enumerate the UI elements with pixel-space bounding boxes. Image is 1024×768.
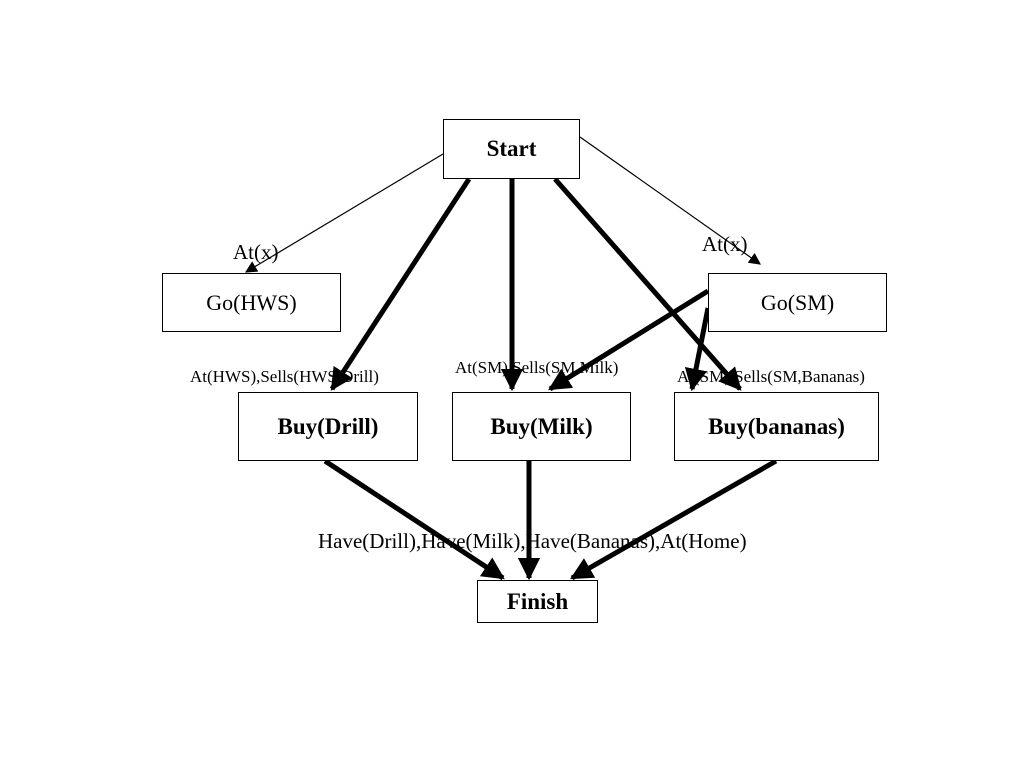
node-start: Start (443, 119, 580, 179)
node-go-hws-label: Go(HWS) (206, 289, 297, 315)
label-at-x-left: At(x) (233, 240, 279, 264)
edge-go-sm-to-buy-bananas (684, 307, 711, 392)
edge-start-to-buy-drill (329, 177, 472, 391)
label-precondition-bananas: At(SM),Sells(SM,Bananas) (677, 367, 865, 386)
label-at-x-right: At(x) (702, 232, 748, 256)
node-buy-milk-label: Buy(Milk) (490, 413, 593, 439)
node-finish-label: Finish (506, 588, 569, 614)
node-go-sm-label: Go(SM) (760, 289, 835, 315)
node-buy-drill: Buy(Drill) (238, 392, 418, 461)
edge-start-to-buy-bananas (553, 177, 742, 391)
edge-buy-bananas-to-finish (570, 458, 778, 581)
edge-start-to-go-hws (244, 153, 444, 273)
node-finish: Finish (477, 580, 598, 623)
node-start-label: Start (486, 136, 537, 161)
label-precondition-milk: At(SM),Sells(SM,Milk) (455, 358, 619, 377)
label-precondition-finish: Have(Drill),Have(Milk),Have(Bananas),At(… (318, 529, 747, 553)
node-buy-bananas: Buy(bananas) (674, 392, 879, 461)
node-go-sm: Go(SM) (708, 273, 887, 332)
node-go-hws: Go(HWS) (162, 273, 341, 332)
edge-start-to-go-sm (579, 136, 761, 265)
node-buy-milk: Buy(Milk) (452, 392, 631, 461)
edge-go-sm-to-buy-milk (548, 288, 710, 392)
node-buy-bananas-label: Buy(bananas) (708, 413, 845, 439)
node-buy-drill-label: Buy(Drill) (277, 413, 379, 439)
label-precondition-drill: At(HWS),Sells(HWS,Drill) (190, 367, 379, 386)
edge-buy-drill-to-finish (323, 458, 505, 581)
